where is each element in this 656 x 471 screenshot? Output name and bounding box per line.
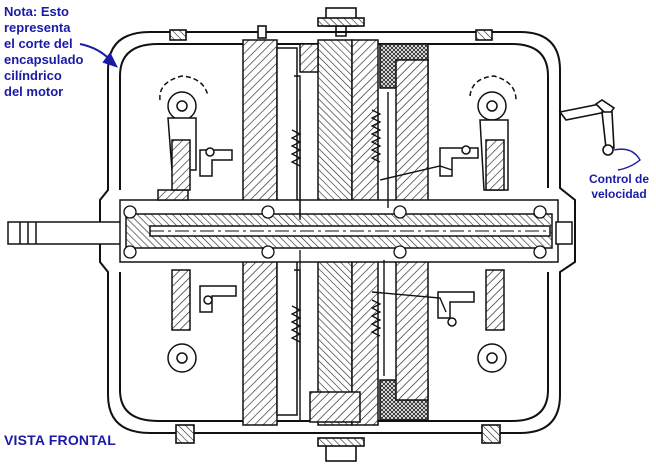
left-governor: [157, 75, 237, 373]
left-plate: [242, 39, 298, 426]
right-ring: [379, 43, 429, 421]
note-annotation: Nota: Esto representa el corte del encap…: [4, 4, 116, 100]
mount-brackets: [169, 7, 501, 462]
note-line: representa: [4, 20, 71, 35]
view-title: VISTA FRONTAL: [4, 432, 116, 448]
right-governor: [437, 75, 517, 373]
note-line: Nota: Esto: [4, 4, 69, 19]
levers: [294, 75, 453, 420]
note-line: el corte del: [4, 36, 73, 51]
bearings: [123, 205, 547, 259]
note-line: cilíndrico: [4, 68, 62, 83]
speed-control-crank: [558, 99, 616, 156]
note-line: del motor: [4, 84, 64, 99]
shaft: [7, 199, 573, 263]
annotation-arrows: [79, 43, 641, 171]
rotor-disk: [299, 39, 379, 426]
note-line: encapsulado: [4, 52, 84, 67]
speed-control-line: Control de: [589, 172, 649, 186]
speed-control-label: Control de velocidad: [581, 172, 656, 202]
speed-control-line: velocidad: [591, 187, 647, 201]
